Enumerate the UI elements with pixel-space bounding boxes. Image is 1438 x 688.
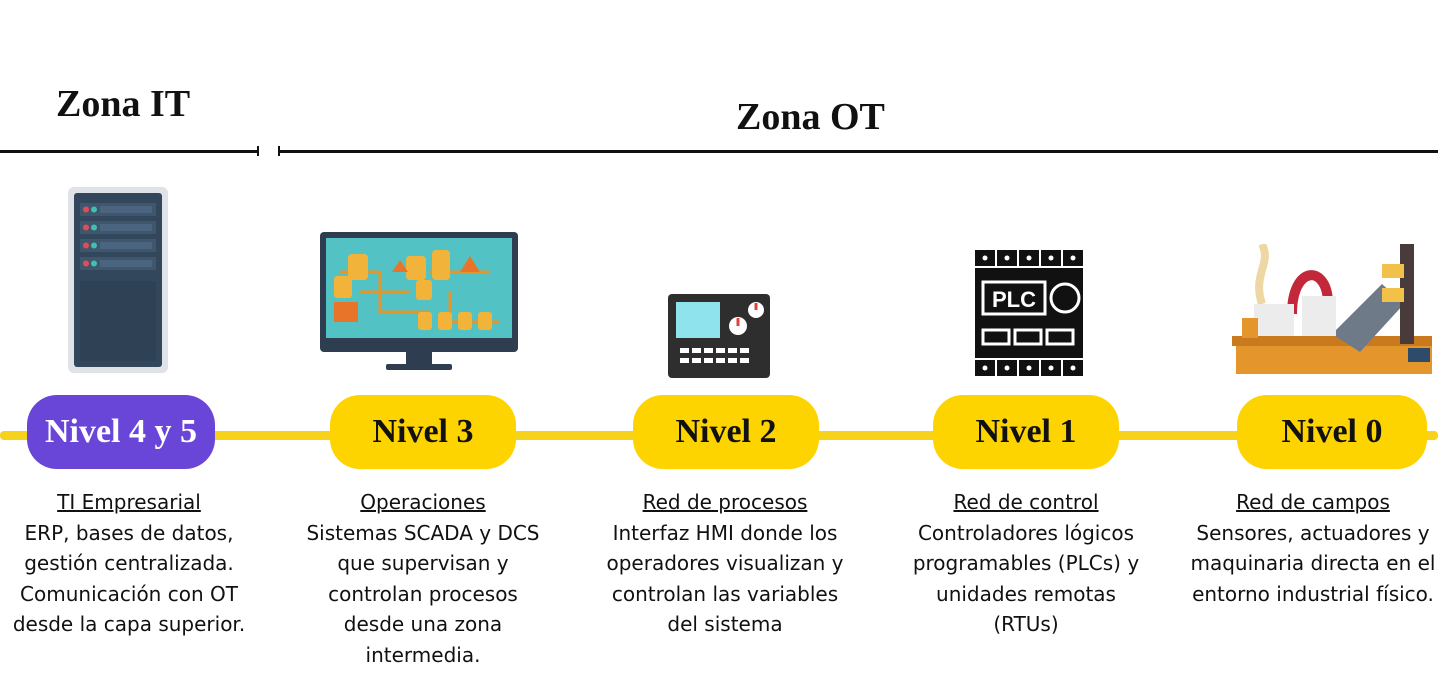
zone-ot-divider	[278, 150, 1438, 153]
level-description-1: Red de control Controladores lógicos pro…	[901, 487, 1151, 640]
level-body: Controladores lógicos programables (PLCs…	[912, 520, 1140, 637]
level-heading: TI Empresarial	[57, 490, 201, 514]
zone-boundary-tick	[257, 146, 259, 156]
zone-boundary-tick	[278, 146, 280, 156]
level-badge-2: Nivel 2	[633, 395, 819, 469]
level-heading: Red de control	[953, 490, 1099, 514]
level-heading: Red de procesos	[642, 490, 808, 514]
zone-it-title: Zona IT	[56, 83, 191, 125]
plc-icon-label: PLC	[992, 287, 1036, 312]
industrial-machinery-icon	[1232, 244, 1432, 374]
level-heading: Red de campos	[1236, 490, 1390, 514]
level-body: ERP, bases de datos, gestión centralizad…	[12, 520, 246, 637]
level-description-0: Red de campos Sensores, actuadores y maq…	[1188, 487, 1438, 609]
level-badge-0: Nivel 0	[1237, 395, 1427, 469]
zone-ot-title: Zona OT	[736, 96, 885, 138]
level-badge-3: Nivel 3	[330, 395, 516, 469]
hmi-panel-icon	[668, 294, 770, 378]
zone-it-divider	[0, 150, 258, 153]
level-badge-4-5: Nivel 4 y 5	[27, 395, 215, 469]
level-badge-1: Nivel 1	[933, 395, 1119, 469]
level-description-2: Red de procesos Interfaz HMI donde los o…	[600, 487, 850, 640]
level-description-4-5: TI Empresarial ERP, bases de datos, gest…	[4, 487, 254, 640]
scada-monitor-icon	[320, 232, 518, 370]
level-body: Interfaz HMI donde los operadores visual…	[606, 520, 844, 637]
server-icon	[68, 187, 168, 373]
plc-icon: PLC	[975, 250, 1083, 376]
level-body: Sistemas SCADA y DCS que supervisan y co…	[306, 520, 540, 667]
level-description-3: Operaciones Sistemas SCADA y DCS que sup…	[298, 487, 548, 670]
level-heading: Operaciones	[360, 490, 486, 514]
level-body: Sensores, actuadores y maquinaria direct…	[1190, 520, 1436, 606]
